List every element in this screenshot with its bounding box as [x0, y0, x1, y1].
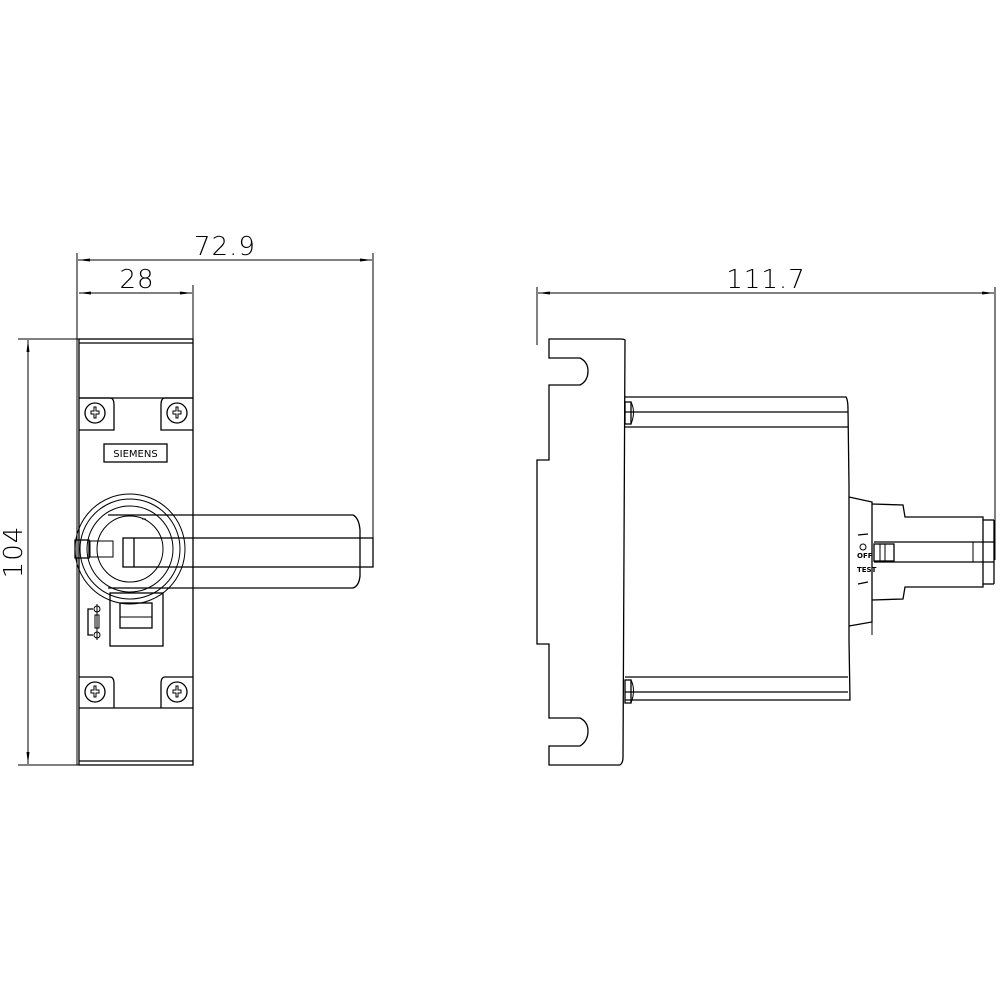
screw-icon: [79, 676, 115, 708]
dimension-label-height: 104: [0, 526, 29, 579]
on-mark-lower-icon: [857, 581, 869, 585]
dimension-72-9: 72.9: [78, 232, 372, 262]
off-circle-icon: [859, 543, 867, 551]
trip-symbol-icon: [87, 604, 101, 640]
on-mark-icon: [857, 533, 869, 536]
side-body-outline: [536, 338, 626, 766]
dimension-28: 28: [79, 265, 192, 295]
front-view: 72.9 28 104: [0, 232, 374, 766]
switch-handle: [108, 514, 374, 589]
bottom-rail: [624, 676, 848, 704]
knob-profile: [848, 496, 995, 635]
dimension-label-body-width: 28: [119, 265, 154, 295]
side-view: 111.7: [536, 265, 996, 766]
dimension-label-depth: 111.7: [726, 265, 805, 295]
front-body-outline: [78, 338, 194, 766]
test-label: TEST: [857, 566, 877, 574]
screw-icon: [160, 676, 193, 708]
rotary-knob: [74, 493, 186, 605]
lock-window: [109, 592, 164, 647]
dimension-label-overall-width: 72.9: [194, 232, 256, 262]
siemens-logo-text: SIEMENS: [113, 449, 157, 460]
dimension-111-7: 111.7: [538, 265, 994, 295]
screw-icon: [160, 397, 193, 431]
knob-pointer: [74, 539, 90, 559]
off-label: OFF: [857, 552, 873, 560]
screw-icon: [79, 397, 115, 431]
dimension-104: 104: [0, 340, 30, 764]
top-rail: [624, 401, 848, 428]
brand-label: SIEMENS: [103, 443, 168, 463]
switch-markings: OFF TEST: [857, 533, 877, 585]
